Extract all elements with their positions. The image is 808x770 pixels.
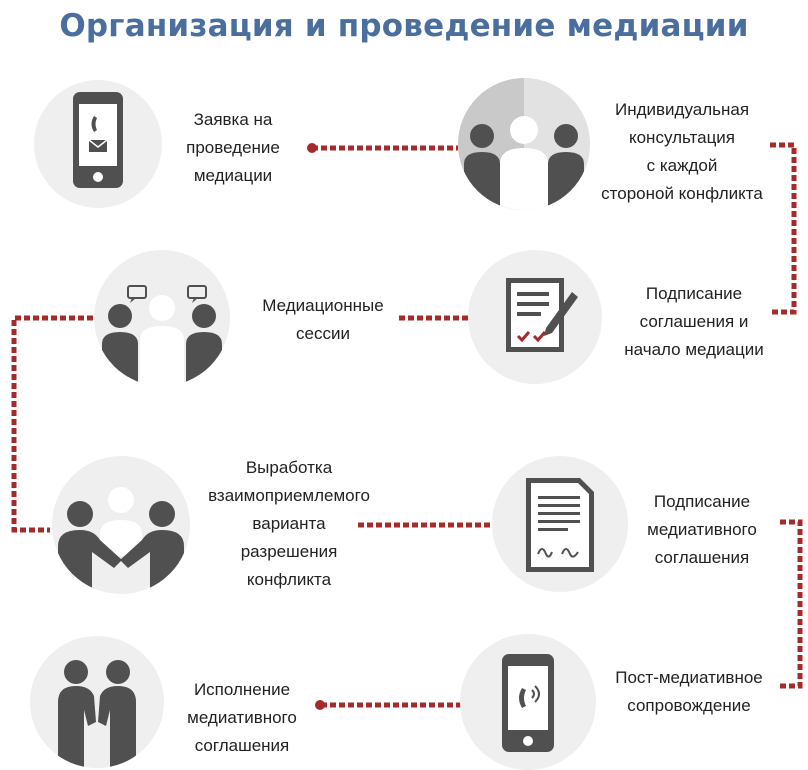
step-6-icon-circle [492, 456, 628, 592]
step-4-icon-circle [94, 250, 230, 386]
step-7-label: Пост-медиативное сопровождение [615, 668, 763, 715]
page-title: Организация и проведение медиации [59, 8, 749, 44]
step-8-label: Исполнение медиативного соглашения [187, 680, 297, 755]
step-3-icon-circle [468, 250, 602, 384]
consultation-icon [458, 78, 590, 210]
step-2-icon-circle [458, 78, 590, 210]
step-1-label: Заявка на проведение медиации [186, 110, 280, 185]
handshake-icon [58, 487, 184, 594]
step-8-icon-circle [30, 636, 164, 768]
step-6-label: Подписание медиативного соглашения [647, 492, 757, 567]
step-1-icon-circle [34, 80, 162, 208]
step-5-icon-circle [52, 456, 190, 594]
contract-sign-icon [506, 278, 578, 352]
handshake-people-icon [58, 660, 136, 768]
connector-6-7 [778, 519, 803, 689]
chat-session-icon [102, 285, 222, 386]
connector-dot-1 [307, 143, 317, 153]
signed-document-icon [526, 478, 594, 572]
phone-call-icon [502, 654, 554, 752]
phone-email-icon [73, 92, 123, 188]
step-3-label: Подписание соглашения и начало медиации [624, 284, 764, 359]
step-5-label: Выработка взаимоприемлемого варианта раз… [208, 458, 370, 589]
step-4-label: Медиационные сессии [262, 296, 384, 343]
connector-dot-7 [315, 700, 325, 710]
step-7-icon-circle [460, 634, 596, 770]
step-2-label: Индивидуальная консультация с каждой сто… [601, 100, 763, 203]
